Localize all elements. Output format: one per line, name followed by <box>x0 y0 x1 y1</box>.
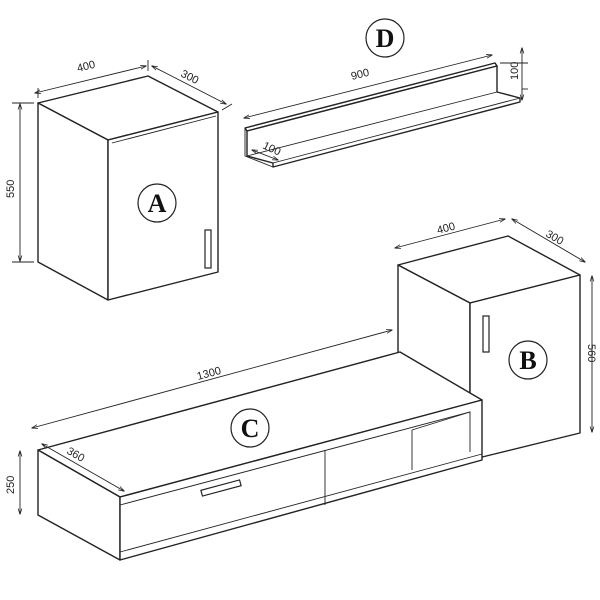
tv-unit-c-height: 250 <box>5 476 17 494</box>
tv-unit-c: 1300 360 250 C <box>5 330 483 561</box>
label-d: D <box>376 24 395 53</box>
cabinet-b-height: 560 <box>585 344 597 362</box>
label-a: A <box>148 189 167 218</box>
cabinet-a-height: 550 <box>5 180 17 198</box>
shelf-d-width: 900 <box>350 67 371 83</box>
label-c: C <box>241 414 260 443</box>
drawer-handle <box>200 479 242 497</box>
cabinet-a-handle <box>204 229 212 269</box>
label-b: B <box>519 346 536 375</box>
cabinet-a-width: 400 <box>76 59 97 75</box>
cabinet-b-handle <box>482 315 490 353</box>
cabinet-b-width: 400 <box>436 221 457 237</box>
cabinet-a-depth: 300 <box>179 68 201 87</box>
cabinet-a: 400 300 550 A <box>5 59 233 301</box>
shelf-d-height: 100 <box>509 62 521 80</box>
cabinet-b-depth: 300 <box>544 228 566 248</box>
shelf-d: 900 100 100 D <box>244 18 528 168</box>
